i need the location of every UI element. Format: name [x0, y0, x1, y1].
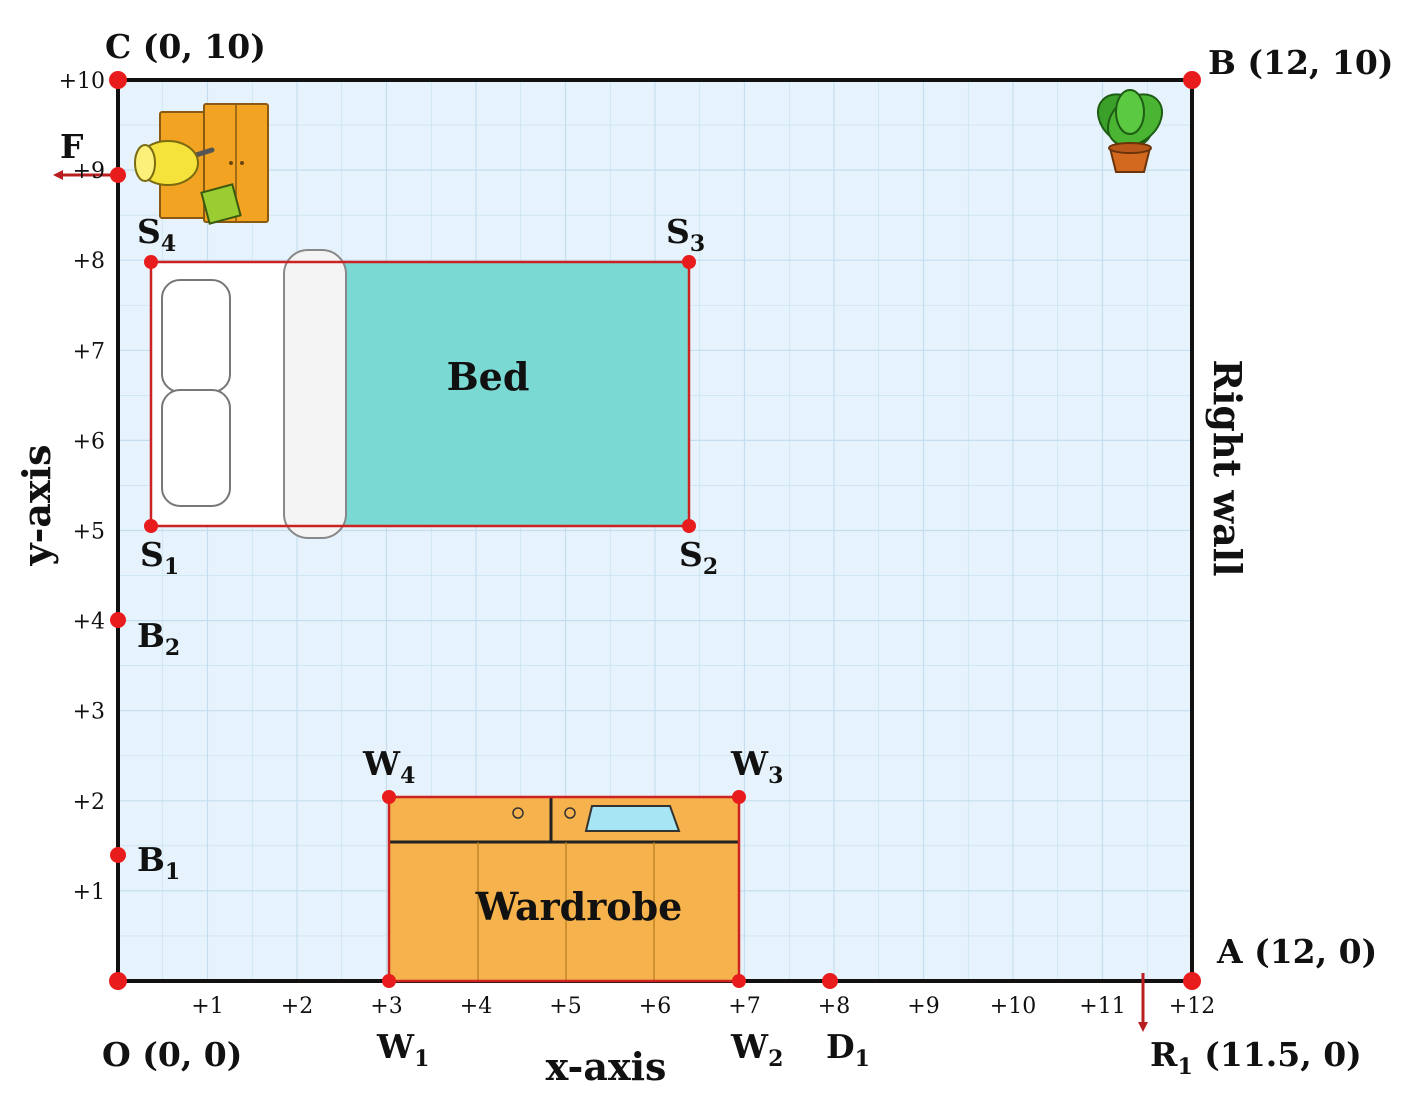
- s4-label: S4: [137, 212, 176, 257]
- bed-blanket: [340, 262, 689, 526]
- origin-point: [109, 972, 127, 990]
- x-tick-label: +8: [818, 994, 850, 1019]
- bed-outline: [149, 260, 691, 528]
- bed-fold: [283, 249, 347, 539]
- wardrobe: Wardrobe: [387, 795, 741, 983]
- w1-point: [382, 974, 396, 988]
- w3-point: [732, 790, 746, 804]
- x-axis-label: x-axis: [546, 1044, 667, 1089]
- x-tick-label: +9: [907, 994, 939, 1019]
- s3-point: [682, 255, 696, 269]
- drawer-knob-icon: [512, 807, 524, 819]
- bed-label: Bed: [447, 354, 530, 399]
- w2-point: [732, 974, 746, 988]
- x-tick-label: +2: [281, 994, 313, 1019]
- corner-c-label: C (0, 10): [105, 27, 266, 66]
- w4-label: W4: [362, 744, 415, 789]
- corner-c-point: [109, 71, 127, 89]
- wardrobe-body: [389, 797, 739, 981]
- x-tick-label: +11: [1079, 994, 1125, 1019]
- s1-point: [144, 519, 158, 533]
- b1-point: [110, 847, 126, 863]
- corner-a-label: A (12, 0): [1216, 932, 1377, 971]
- mirror-icon: [584, 805, 681, 832]
- y-tick-label: +3: [73, 700, 105, 725]
- f-label: F: [60, 127, 83, 166]
- pillow-top: [161, 279, 231, 393]
- y-axis-ticks: +1 +2 +3 +4 +5 +6 +7 +8 +9 +10: [59, 69, 105, 905]
- w3-label: W3: [730, 744, 783, 789]
- bed: Bed: [149, 249, 691, 539]
- potted-plant: [1097, 89, 1163, 173]
- drawer-knob-icon: [564, 807, 576, 819]
- y-tick-label: +4: [73, 610, 105, 635]
- corner-b-label: B (12, 10): [1208, 43, 1393, 82]
- x-axis-ticks: +1 +2 +3 +4 +5 +6 +7 +8 +9 +10 +11 +12: [191, 994, 1215, 1019]
- wardrobe-label: Wardrobe: [475, 884, 683, 929]
- corner-a-point: [1183, 972, 1201, 990]
- w4-point: [382, 790, 396, 804]
- s2-label: S2: [679, 535, 718, 580]
- x-tick-label: +6: [639, 994, 671, 1019]
- f-point: [110, 167, 126, 183]
- y-tick-label: +6: [73, 429, 105, 454]
- y-tick-label: +10: [59, 69, 105, 94]
- wardrobe-outline: [387, 795, 741, 983]
- s3-label: S3: [666, 212, 705, 257]
- pillow-bottom: [161, 389, 231, 507]
- s2-point: [682, 519, 696, 533]
- x-tick-label: +7: [728, 994, 760, 1019]
- r1-label: R1 (11.5, 0): [1150, 1035, 1362, 1080]
- y-tick-label: +7: [73, 339, 105, 364]
- y-axis-label: y-axis: [14, 445, 59, 567]
- y-tick-label: +9: [73, 159, 105, 184]
- x-tick-label: +3: [370, 994, 402, 1019]
- nightstand-with-lamp: [134, 103, 269, 225]
- d1-label: D1: [826, 1027, 870, 1072]
- d1-point: [822, 973, 838, 989]
- corner-b-point: [1183, 71, 1201, 89]
- origin-label: O (0, 0): [102, 1035, 242, 1074]
- s1-label: S1: [140, 535, 179, 580]
- x-tick-label: +4: [460, 994, 492, 1019]
- b2-point: [110, 612, 126, 628]
- y-tick-label: +8: [73, 249, 105, 274]
- x-tick-label: +12: [1169, 994, 1215, 1019]
- x-tick-label: +5: [549, 994, 581, 1019]
- x-tick-label: +10: [990, 994, 1036, 1019]
- y-tick-label: +2: [73, 790, 105, 815]
- right-wall-label: Right wall: [1205, 359, 1250, 576]
- w1-label: W1: [376, 1027, 429, 1072]
- y-tick-label: +5: [73, 520, 105, 545]
- x-tick-label: +1: [191, 994, 223, 1019]
- b1-label: B1: [137, 840, 180, 885]
- y-tick-label: +1: [73, 880, 105, 905]
- b2-label: B2: [137, 616, 180, 661]
- s4-point: [144, 255, 158, 269]
- w2-label: W2: [730, 1027, 783, 1072]
